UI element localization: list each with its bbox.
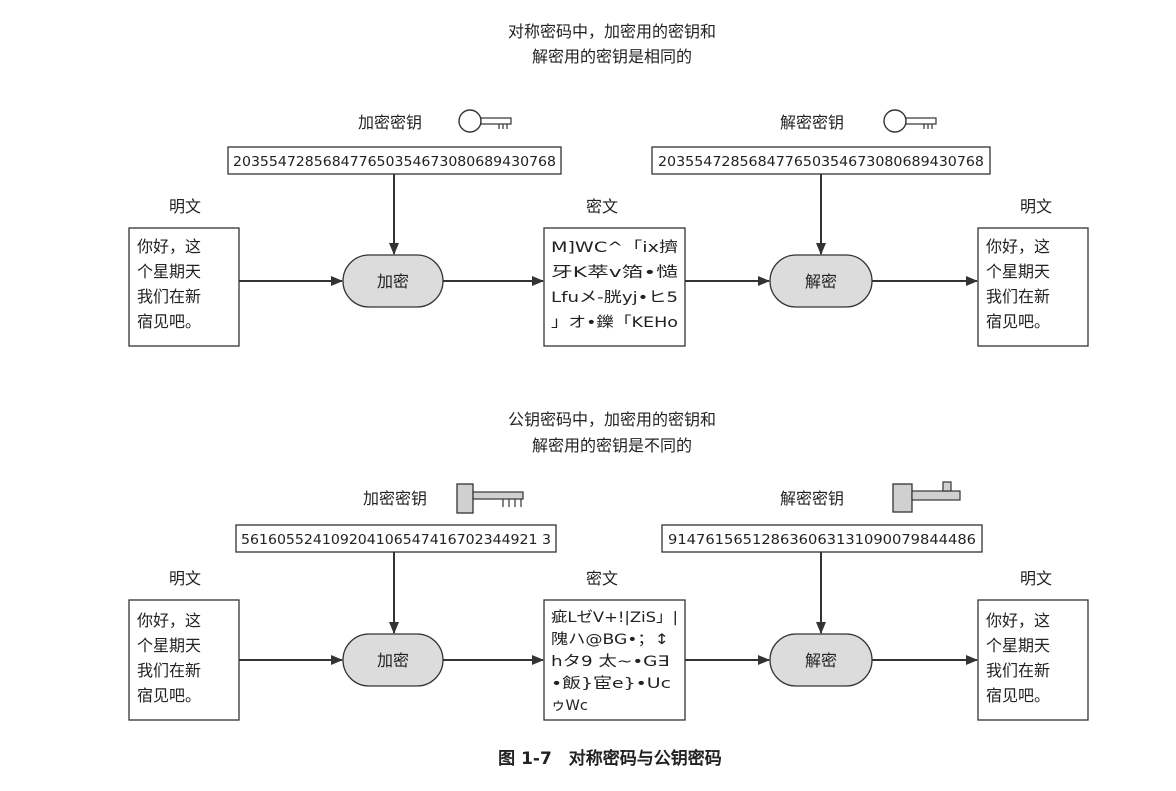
public-plaintext-box-right bbox=[977, 599, 1089, 721]
symmetric-encrypt-label: 加密 bbox=[377, 272, 409, 291]
public-ciphertext-line: •飯}宦e}•Uc bbox=[551, 675, 671, 692]
figure-caption: 图 1-7 对称密码与公钥密码 bbox=[498, 748, 722, 769]
symmetric-plaintext-left-line: 宿见吧。 bbox=[137, 312, 201, 331]
round-key-icon bbox=[883, 109, 937, 133]
symmetric-ciphertext-label: 密文 bbox=[586, 197, 618, 216]
symmetric-plaintext-left-line: 你好，这 bbox=[137, 237, 201, 256]
symmetric-ciphertext-line: 牙K萃v箔•慥 bbox=[551, 264, 678, 281]
public-dec-key-label: 解密密钥 bbox=[780, 489, 844, 508]
round-key-icon bbox=[458, 109, 512, 133]
symmetric-dec-key-box bbox=[651, 146, 991, 175]
symmetric-plaintext-box-right bbox=[977, 227, 1089, 347]
public-plaintext-label-right: 明文 bbox=[1020, 569, 1052, 588]
symmetric-decrypt-label: 解密 bbox=[805, 272, 837, 291]
symmetric-ciphertext-line: Lfuメ-胱yj•ヒ5 bbox=[551, 289, 678, 306]
single-tooth-key-icon bbox=[892, 481, 961, 513]
public-key-section: 公钥密码中，加密用的密钥和 解密用的密钥是不同的 加密密钥 5616055241… bbox=[128, 410, 1089, 721]
symmetric-enc-key-box bbox=[227, 146, 562, 175]
public-plaintext-left-line: 我们在新 bbox=[137, 661, 201, 680]
public-ciphertext-line: ゥWc bbox=[551, 698, 588, 714]
public-enc-key-box bbox=[235, 524, 557, 553]
public-heading-line-2: 解密用的密钥是不同的 bbox=[532, 436, 692, 455]
public-heading-line-1: 公钥密码中，加密用的密钥和 bbox=[508, 410, 716, 429]
public-ciphertext-box bbox=[543, 599, 686, 721]
public-enc-key-label: 加密密钥 bbox=[363, 489, 427, 508]
public-plaintext-right-line: 你好，这 bbox=[986, 611, 1050, 630]
public-plaintext-right-line: 个星期天 bbox=[986, 636, 1050, 655]
symmetric-plaintext-label-left: 明文 bbox=[169, 197, 201, 216]
symmetric-ciphertext-line: M]WC^「ix擠 bbox=[551, 239, 678, 256]
symmetric-plaintext-right-line: 宿见吧。 bbox=[986, 312, 1050, 331]
symmetric-plaintext-right-line: 你好，这 bbox=[986, 237, 1050, 256]
public-ciphertext-line: 疵LゼV+!|ZiS」| bbox=[551, 609, 678, 626]
symmetric-plaintext-right-line: 个星期天 bbox=[986, 262, 1050, 281]
symmetric-ciphertext-box bbox=[543, 227, 686, 347]
square-key-icon bbox=[456, 483, 524, 514]
public-plaintext-left-line: 你好，这 bbox=[137, 611, 201, 630]
symmetric-plaintext-label-right: 明文 bbox=[1020, 197, 1052, 216]
public-ciphertext-label: 密文 bbox=[586, 569, 618, 588]
symmetric-section: 对称密码中，加密用的密钥和 解密用的密钥是相同的 加密密钥 2035547285… bbox=[128, 22, 1089, 347]
public-plaintext-left-line: 宿见吧。 bbox=[137, 686, 201, 705]
symmetric-enc-key-label: 加密密钥 bbox=[358, 113, 422, 132]
symmetric-heading-line-1: 对称密码中，加密用的密钥和 bbox=[508, 22, 716, 41]
symmetric-enc-key-value: 203554728568477650354673080689430768 bbox=[233, 154, 556, 170]
symmetric-ciphertext-line: 」オ•鑠「KEHo bbox=[551, 314, 678, 331]
symmetric-heading-line-2: 解密用的密钥是相同的 bbox=[532, 47, 692, 66]
symmetric-plaintext-left-line: 个星期天 bbox=[137, 262, 201, 281]
public-ciphertext-line: 隗ハ@BG•；↕ bbox=[551, 631, 669, 648]
public-dec-key-box bbox=[661, 524, 983, 553]
symmetric-dec-key-label: 解密密钥 bbox=[780, 113, 844, 132]
symmetric-plaintext-box-left bbox=[128, 227, 240, 347]
public-plaintext-box-left bbox=[128, 599, 240, 721]
public-enc-key-value: 561605524109204106547416702344921 3 bbox=[241, 532, 551, 548]
public-plaintext-right-line: 我们在新 bbox=[986, 661, 1050, 680]
public-dec-key-value: 914761565128636063131090079844486 bbox=[668, 532, 976, 548]
public-plaintext-left-line: 个星期天 bbox=[137, 636, 201, 655]
public-decrypt-label: 解密 bbox=[805, 651, 837, 670]
symmetric-plaintext-right-line: 我们在新 bbox=[986, 287, 1050, 306]
public-plaintext-right-line: 宿见吧。 bbox=[986, 686, 1050, 705]
symmetric-dec-key-value: 203554728568477650354673080689430768 bbox=[658, 154, 984, 170]
public-plaintext-label-left: 明文 bbox=[169, 569, 201, 588]
public-ciphertext-line: hタ9 太~•G∃ bbox=[551, 653, 669, 670]
symmetric-plaintext-left-line: 我们在新 bbox=[137, 287, 201, 306]
public-encrypt-label: 加密 bbox=[377, 651, 409, 670]
